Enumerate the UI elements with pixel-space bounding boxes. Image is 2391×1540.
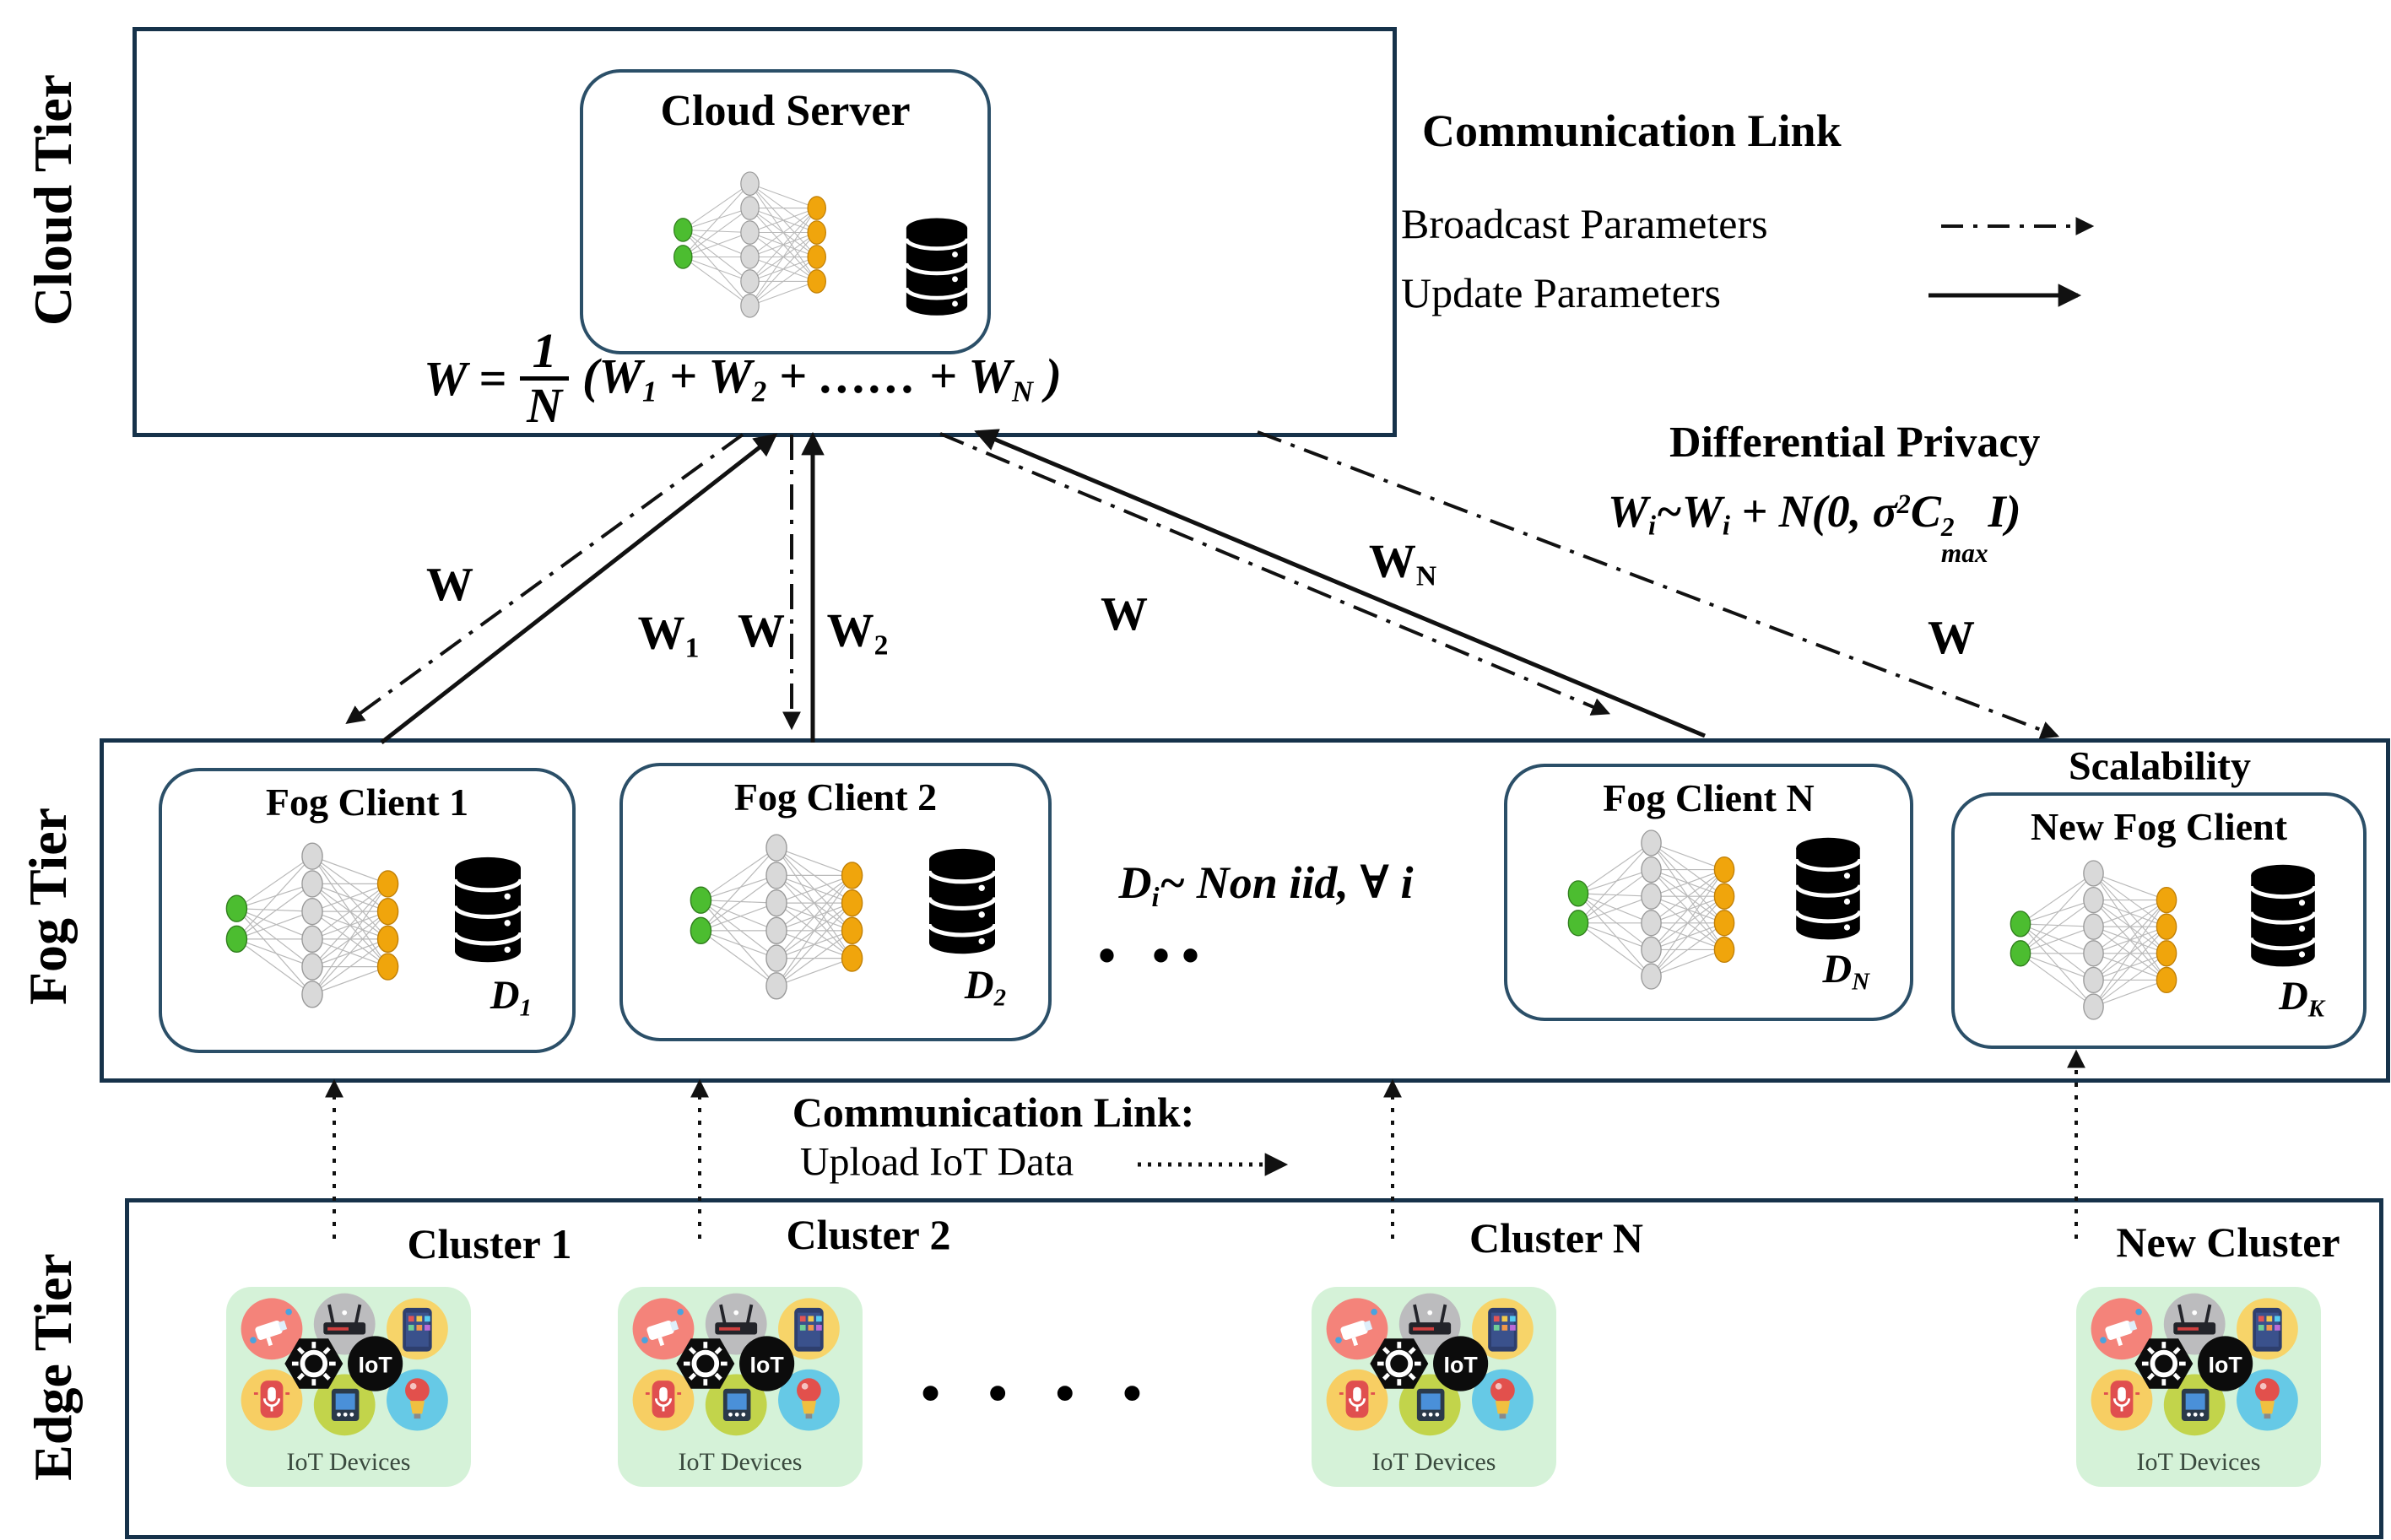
database-icon: [2243, 863, 2323, 970]
fog-ellipsis-dots: • ••: [1097, 927, 1212, 984]
fog-client-1-title: Fog Client 1: [265, 781, 469, 824]
iot-devices-label: IoT Devices: [2136, 1448, 2261, 1476]
database-icon: [1788, 836, 1868, 943]
formula-lhs: W =: [424, 350, 507, 406]
broadcast-w-label-fc1: W: [426, 559, 473, 611]
dataset-d2-label: D2: [964, 963, 1006, 1012]
iot-devices-card: IoT IoT Devices: [1312, 1287, 1556, 1487]
database-icon: [447, 856, 528, 965]
broadcast-w-label-fc2: W: [738, 605, 785, 657]
cloud-tier-label: Cloud Tier: [23, 73, 83, 327]
fraction-1-over-N: 1 N: [520, 326, 570, 430]
iot-badge: IoT: [1444, 1353, 1479, 1378]
cluster-2-label: Cluster 2: [786, 1211, 951, 1258]
iot-devices-card-cluster-1: IoT IoT Devices: [226, 1287, 471, 1487]
update-w2-label: W2: [826, 604, 889, 662]
new-cluster-label: New Cluster: [2116, 1218, 2340, 1266]
fog-client-n-box: Fog Client N DN: [1504, 764, 1913, 1021]
iot-devices-card: IoT IoT Devices: [618, 1287, 863, 1487]
broadcast-arrow-fc1: [345, 433, 744, 724]
cluster-n-label: Cluster N: [1469, 1214, 1644, 1262]
iot-devices-card-cluster-2: IoT IoT Devices: [618, 1287, 863, 1487]
edge-comm-link-title: Communication Link:: [792, 1089, 1195, 1136]
broadcast-arrow-fcn: [939, 432, 1611, 716]
update-arrow-fcn: [974, 429, 1706, 738]
new-fog-client-title: New Fog Client: [2030, 805, 2288, 848]
update-wn-label: WN: [1368, 535, 1437, 592]
legend-title: Communication Link: [1422, 105, 1842, 156]
fog-client-1-box: Fog Client 1 D1: [159, 768, 576, 1053]
fog-client-n-title: Fog Client N: [1603, 776, 1815, 819]
iot-devices-card: IoT IoT Devices: [226, 1287, 471, 1487]
iot-devices-collage: IoT: [1326, 1293, 1534, 1436]
iot-badge: IoT: [750, 1353, 785, 1378]
neural-network-icon: [670, 830, 883, 1003]
iot-devices-label: IoT Devices: [678, 1448, 803, 1476]
cloud-server-box: Cloud Server: [580, 69, 991, 354]
database-icon: [922, 847, 1003, 957]
edge-tier-box: [125, 1198, 2383, 1539]
iot-badge: IoT: [2209, 1353, 2243, 1378]
neural-network-icon: [1990, 856, 2197, 1024]
broadcast-w-label-fcn: W: [1101, 588, 1148, 640]
edge-ellipsis-dots: • • • •: [921, 1363, 1159, 1424]
fog-tier-label: Fog Tier: [18, 807, 78, 1006]
fog-client-2-box: Fog Client 2 D2: [619, 763, 1052, 1041]
neural-network-icon: [1548, 826, 1755, 993]
legend-update-label: Update Parameters: [1401, 269, 1722, 316]
iot-devices-collage: IoT: [632, 1293, 840, 1436]
aggregation-formula: W = 1 N (W1 + W2 + …… + WN ): [287, 319, 1198, 437]
dataset-d1-label: D1: [490, 973, 532, 1022]
legend-broadcast-label: Broadcast Parameters: [1401, 200, 1768, 247]
differential-privacy-title: Differential Privacy: [1669, 419, 2041, 467]
formula-rhs: (W1 + W2 + …… + WN ): [582, 348, 1062, 408]
new-fog-client-box: New Fog Client DK: [1951, 792, 2367, 1049]
edge-tier-label: Edge Tier: [23, 1253, 83, 1481]
cluster-1-label: Cluster 1: [407, 1220, 572, 1267]
fog-client-2-title: Fog Client 2: [733, 775, 938, 819]
neural-network-icon: [668, 153, 832, 337]
iot-devices-label: IoT Devices: [1371, 1448, 1496, 1476]
database-icon: [901, 212, 973, 323]
non-iid-note: Di~ Non iid, ∀ i: [1118, 857, 1414, 913]
iot-devices-card-cluster-n: IoT IoT Devices: [1312, 1287, 1556, 1487]
iot-badge: IoT: [359, 1353, 393, 1378]
upload-iot-data-label: Upload IoT Data: [799, 1139, 1074, 1185]
neural-network-icon: [206, 839, 419, 1012]
iot-devices-label: IoT Devices: [286, 1448, 411, 1476]
iot-devices-card-new-cluster: IoT IoT Devices: [2076, 1287, 2321, 1487]
cloud-server-title: Cloud Server: [660, 87, 911, 135]
dataset-dn-label: DN: [1822, 947, 1869, 996]
iot-devices-collage: IoT: [241, 1293, 448, 1436]
iot-devices-card: IoT IoT Devices: [2076, 1287, 2321, 1487]
iot-devices-collage: IoT: [2091, 1293, 2298, 1436]
dataset-dk-label: DK: [2279, 974, 2324, 1023]
scalability-label: Scalability: [2068, 743, 2252, 789]
broadcast-w-label-new: W: [1928, 612, 1975, 664]
update-w1-label: W1: [637, 607, 700, 664]
